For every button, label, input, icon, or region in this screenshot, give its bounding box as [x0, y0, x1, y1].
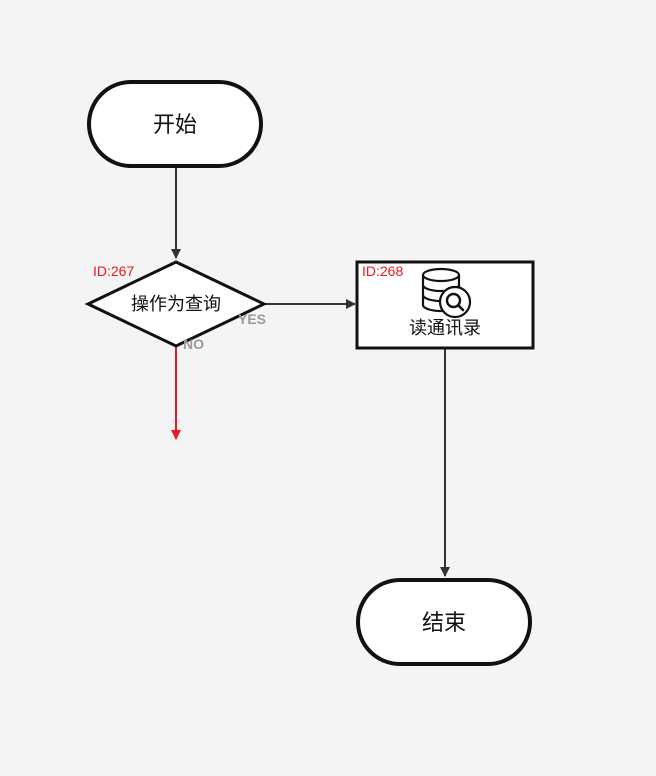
start-node[interactable]: 开始 [87, 80, 263, 168]
process-id-label: ID:268 [362, 263, 403, 279]
decision-label: 操作为查询 [131, 294, 221, 315]
process-label: 读通讯录 [409, 318, 481, 339]
end-label: 结束 [422, 611, 466, 636]
yes-edge-label: YES [238, 311, 266, 327]
process-node[interactable]: ID:268 读通讯录 [355, 260, 535, 350]
start-label: 开始 [153, 113, 197, 138]
decision-id-label: ID:267 [93, 263, 134, 279]
decision-node[interactable]: 操作为查询 [84, 260, 268, 348]
end-node[interactable]: 结束 [356, 578, 532, 666]
no-edge-label: NO [183, 336, 204, 352]
database-search-icon [421, 267, 472, 319]
